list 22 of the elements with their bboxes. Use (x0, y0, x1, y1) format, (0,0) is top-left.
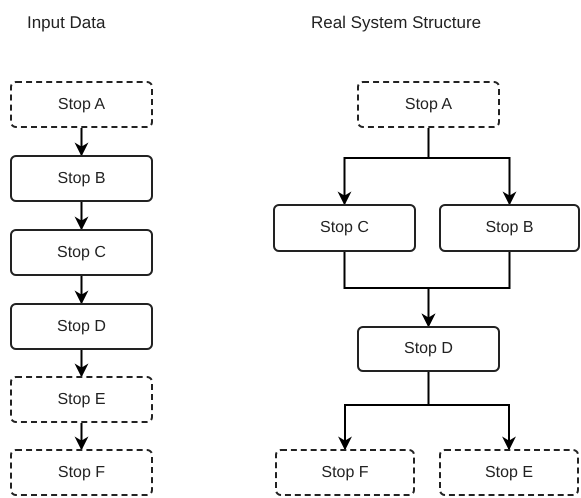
dashed-box: Stop E (10, 376, 153, 423)
arrow (74, 128, 88, 156)
dashed-box: Stop E (439, 449, 579, 496)
arrow (74, 202, 88, 230)
arrow (428, 372, 516, 450)
process-box: Stop D (357, 326, 500, 372)
column-heading: Input Data (27, 12, 106, 34)
arrow (74, 276, 88, 304)
process-box: Stop C (273, 204, 416, 252)
process-box: Stop B (439, 204, 580, 252)
arrow (74, 350, 88, 378)
dashed-box: Stop A (10, 81, 153, 128)
process-box: Stop B (10, 155, 153, 202)
column-heading: Real System Structure (311, 12, 482, 34)
process-box: Stop C (10, 229, 153, 276)
dashed-box: Stop A (357, 81, 500, 128)
dashed-box: Stop F (10, 449, 153, 496)
process-box: Stop D (10, 303, 153, 350)
arrow (428, 128, 516, 206)
arrow (422, 252, 510, 328)
dashed-box: Stop F (275, 449, 415, 496)
arrow (74, 423, 88, 450)
